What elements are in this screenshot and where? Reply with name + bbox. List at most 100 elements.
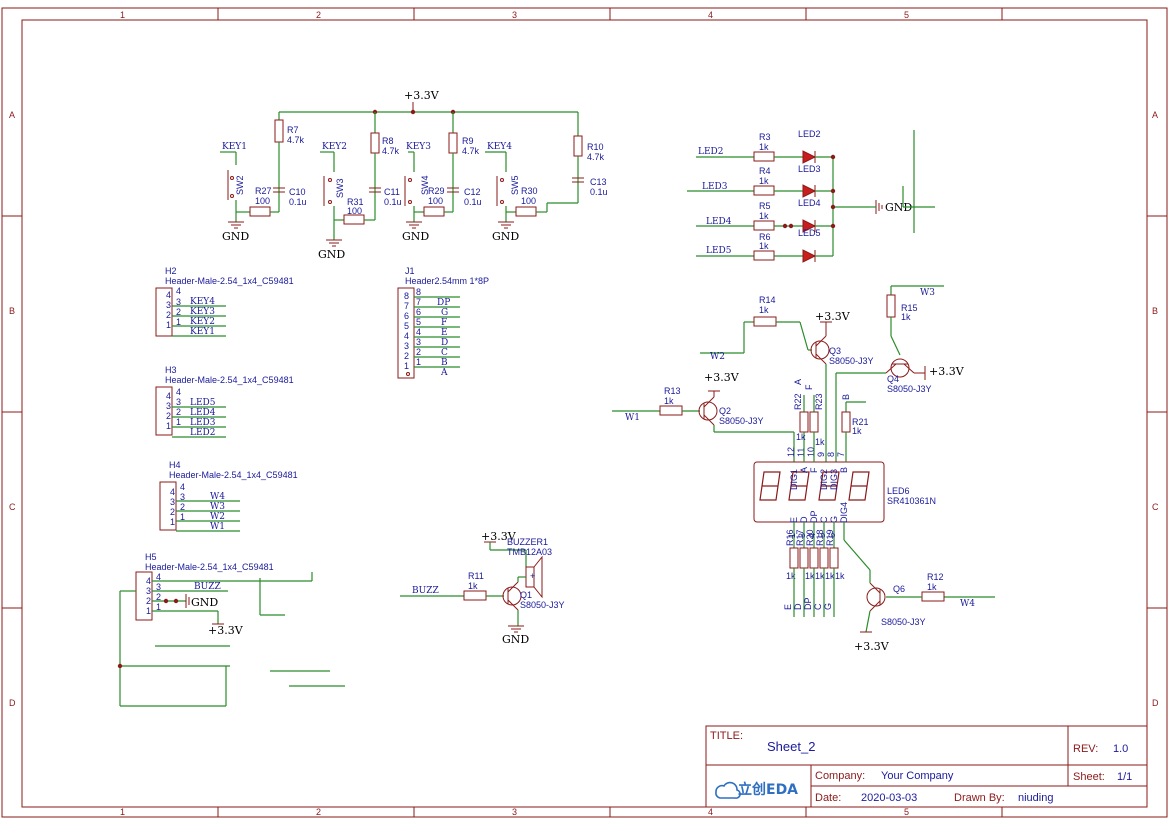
part-h4: Header-Male-2.54_1x4_C59481 bbox=[169, 470, 298, 480]
val-r7: 4.7k bbox=[287, 135, 305, 145]
pin-name: B bbox=[839, 467, 849, 473]
pin: 8 bbox=[404, 291, 409, 301]
gnd-label: GND bbox=[222, 230, 249, 243]
switch-section: +3.3V R7 4.7k C10 0.1u KEY1 SW2 R27 100 … bbox=[220, 89, 608, 261]
col-label: 5 bbox=[904, 807, 909, 817]
net-led3: LED3 bbox=[702, 182, 728, 192]
net-led2: LED2 bbox=[698, 147, 724, 157]
ref-r3: R3 bbox=[759, 132, 771, 142]
pin: 7 bbox=[416, 297, 421, 307]
ref-r21: R21 bbox=[852, 417, 869, 427]
led-section: GND LED2 R3 1k LED2 LED3 R4 1k LED3 LED4… bbox=[687, 129, 935, 263]
gnd-label: GND bbox=[492, 230, 519, 243]
rev-value: 1.0 bbox=[1113, 743, 1128, 755]
net-e: E bbox=[783, 604, 793, 610]
pin-name: F bbox=[809, 467, 819, 473]
pin: 4 bbox=[166, 290, 171, 300]
pin: 3 bbox=[797, 533, 807, 538]
val-c13: 0.1u bbox=[590, 187, 608, 197]
net-e: E bbox=[441, 328, 448, 338]
col-label: 4 bbox=[708, 807, 713, 817]
part-h2: Header-Male-2.54_1x4_C59481 bbox=[165, 276, 294, 286]
val-r11: 1k bbox=[468, 581, 478, 591]
pin: 6 bbox=[416, 307, 421, 317]
part-j1: Header2.54mm 1*8P bbox=[405, 276, 489, 286]
col-label: 4 bbox=[708, 10, 713, 20]
pin: 8 bbox=[826, 452, 836, 457]
ref-r7: R7 bbox=[287, 125, 299, 135]
pin: 1 bbox=[176, 417, 181, 427]
ref-r4: R4 bbox=[759, 166, 771, 176]
ref-q2: Q2 bbox=[719, 406, 731, 416]
pin: 4 bbox=[404, 331, 409, 341]
seven-segment-display: LED6 SR410361N 12 11 10 9 8 7 DIG1 A F D… bbox=[753, 379, 936, 617]
net-w2: W2 bbox=[210, 512, 225, 522]
net-led5: LED5 bbox=[190, 398, 216, 408]
gnd-label: GND bbox=[191, 596, 218, 609]
pin: 2 bbox=[180, 502, 185, 512]
part-h3: Header-Male-2.54_1x4_C59481 bbox=[165, 375, 294, 385]
drawn-value: niuding bbox=[1018, 792, 1053, 804]
ref-sw3: SW3 bbox=[335, 178, 345, 198]
pin: 3 bbox=[416, 337, 421, 347]
pin-name: A bbox=[799, 467, 809, 473]
j1-connector: J1 Header2.54mm 1*8P 8 7 6 5 4 3 2 1 8 7… bbox=[397, 266, 489, 379]
pin: 10 bbox=[806, 447, 816, 457]
pin-name: DIG3 bbox=[829, 469, 839, 490]
val-r27: 100 bbox=[255, 196, 270, 206]
net-a: A bbox=[793, 379, 803, 385]
pin: 2 bbox=[404, 351, 409, 361]
pin: 4 bbox=[166, 391, 171, 401]
row-label: C bbox=[1152, 502, 1159, 512]
col-label: 2 bbox=[316, 10, 321, 20]
net-c: C bbox=[441, 348, 448, 358]
sheet-value: 1/1 bbox=[1117, 771, 1132, 783]
net-key4: KEY4 bbox=[190, 297, 215, 307]
ref-c10: C10 bbox=[289, 187, 306, 197]
pin: 3 bbox=[404, 341, 409, 351]
ref-j1: J1 bbox=[405, 266, 415, 276]
power-label-3v3: +3.3V bbox=[704, 371, 740, 384]
net-d: D bbox=[441, 338, 448, 348]
pin: 9 bbox=[816, 452, 826, 457]
ref-r14: R14 bbox=[759, 295, 776, 305]
pin: 1 bbox=[180, 512, 185, 522]
company-label: Company: bbox=[815, 770, 865, 782]
sheet-title: Sheet_2 bbox=[767, 739, 815, 754]
ref-c11: C11 bbox=[384, 187, 400, 197]
pin: 3 bbox=[166, 300, 171, 310]
ref-r31: R31 bbox=[347, 197, 364, 207]
val-r4: 1k bbox=[759, 176, 769, 186]
ref-sw5: SW5 bbox=[510, 175, 520, 195]
sheet-label: Sheet: bbox=[1073, 771, 1105, 783]
val-c12: 0.1u bbox=[464, 197, 482, 207]
row-label: D bbox=[9, 698, 16, 708]
pin: 1 bbox=[176, 317, 181, 327]
title-label: TITLE: bbox=[710, 730, 743, 742]
net-c: C bbox=[813, 603, 823, 610]
pin-name: G bbox=[829, 516, 839, 523]
ref-r17: R17 bbox=[795, 529, 805, 546]
ref-r20: R20 bbox=[805, 529, 815, 546]
pin: 4 bbox=[156, 572, 161, 582]
val-c10: 0.1u bbox=[289, 197, 307, 207]
val-r16: 1k bbox=[786, 571, 796, 581]
row-label: D bbox=[1152, 698, 1159, 708]
net-key2: KEY2 bbox=[190, 317, 215, 327]
net-dp: DP bbox=[437, 298, 450, 308]
ref-h2: H2 bbox=[165, 266, 177, 276]
ref-r9: R9 bbox=[462, 136, 474, 146]
col-label: 1 bbox=[120, 10, 125, 20]
val-r5: 1k bbox=[759, 211, 769, 221]
digit-glyphs bbox=[759, 471, 870, 501]
pin: 4 bbox=[170, 487, 175, 497]
net-key2: KEY2 bbox=[322, 142, 347, 152]
val-r15: 1k bbox=[901, 312, 911, 322]
ref-sw4: SW4 bbox=[420, 175, 430, 195]
buzzer-plus: + bbox=[530, 571, 535, 581]
pin: 2 bbox=[156, 592, 161, 602]
val-r14: 1k bbox=[759, 305, 769, 315]
row-label: B bbox=[1152, 306, 1158, 316]
pin: 2 bbox=[146, 596, 151, 606]
net-key1: KEY1 bbox=[222, 142, 247, 152]
